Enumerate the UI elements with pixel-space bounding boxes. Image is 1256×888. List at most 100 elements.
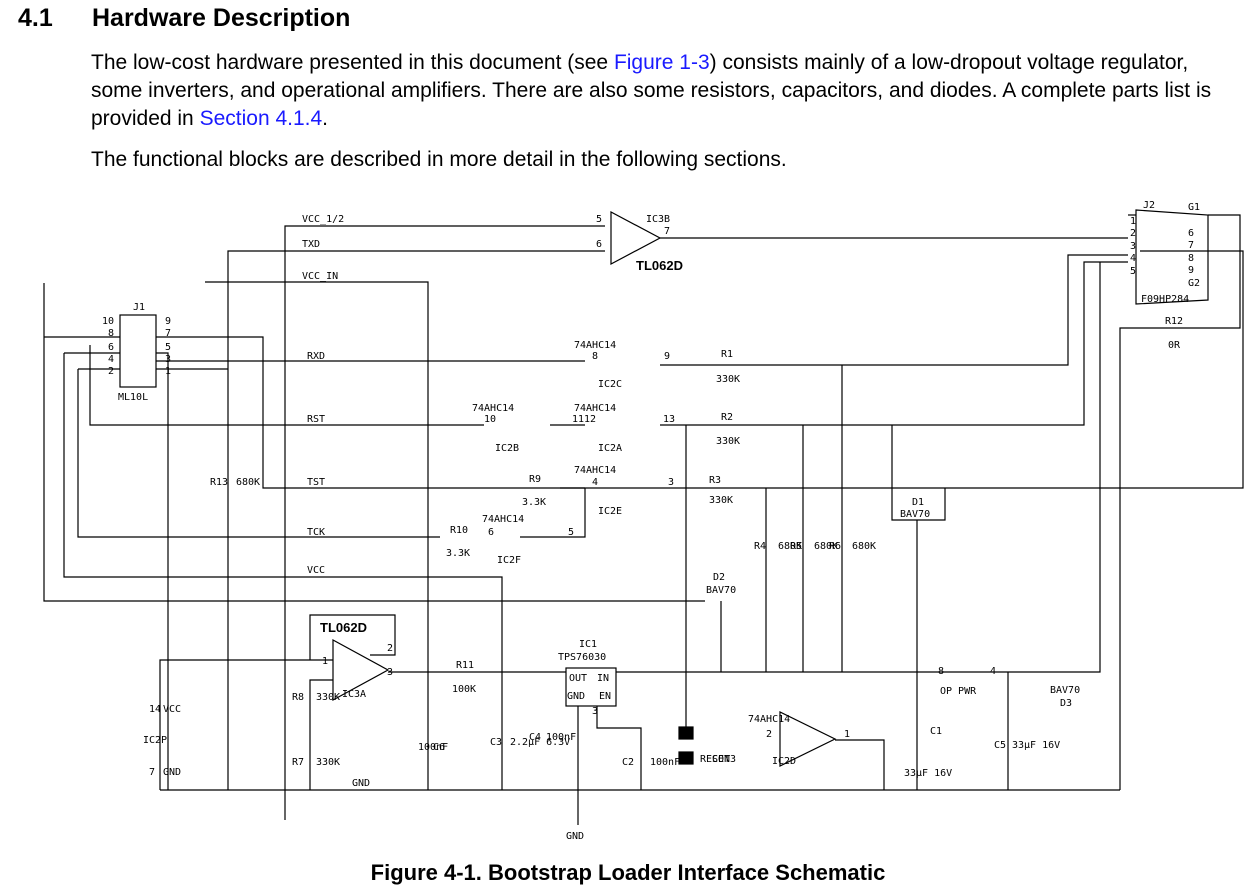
ic2p-vcc: VCC: [163, 704, 181, 715]
op-pwr-pin-4: 4: [990, 666, 996, 677]
j1-pin-10: 10: [102, 316, 114, 327]
op-pwr-pin-8: 8: [938, 666, 944, 677]
r9-ref: R9: [529, 474, 541, 485]
ic1-out: OUT: [569, 673, 587, 684]
c3-value: 2.2µF 6.3V: [510, 737, 570, 748]
ic2e-part: 74AHC14: [574, 465, 616, 476]
d3-part: BAV70: [1050, 685, 1080, 696]
r8-ref: R8: [292, 692, 304, 703]
c1-ref: C1: [930, 726, 942, 737]
ic2d-pin-1: 1: [844, 729, 850, 740]
j2-pin-7: 7: [1188, 240, 1194, 251]
j2-pin-8: 8: [1188, 253, 1194, 264]
r5-value: 680K: [814, 541, 838, 552]
j2-g2: G2: [1188, 278, 1200, 289]
j1-pin-2: 2: [108, 366, 114, 377]
d1-ref: D1: [912, 497, 924, 508]
ic2b-part: 74AHC14: [472, 403, 514, 414]
ic1-gnd: GND: [567, 691, 585, 702]
r2-value: 330K: [716, 436, 740, 447]
j1-pin-8: 8: [108, 328, 114, 339]
ic2f-pin-5: 5: [568, 527, 574, 538]
net-vcc-half: VCC_1/2: [302, 214, 344, 225]
reset-connector-ref: CON3: [712, 754, 736, 765]
reset-connector-name: RESET: [700, 754, 730, 765]
r6-value: 680K: [852, 541, 876, 552]
ic1-part: TPS76030: [558, 652, 606, 663]
j1-pin-6: 6: [108, 342, 114, 353]
r10-value: 3.3K: [446, 548, 470, 559]
ic2p-pin-7: 7: [149, 767, 155, 778]
ic2p-pin-14: 14: [149, 704, 161, 715]
net-gnd: GND: [352, 778, 370, 789]
ic3a-ref: IC3A: [342, 689, 366, 700]
ic2f-ref: IC2F: [497, 555, 521, 566]
paragraph-text: The low-cost hardware presented in this …: [91, 51, 614, 74]
j1-type: ML10L: [118, 392, 148, 403]
ic2p-ref: IC2P: [143, 735, 167, 746]
c6-value: 100nF: [418, 742, 448, 753]
link-figure-1-3[interactable]: Figure 1-3: [613, 51, 710, 74]
j2-ref: J2: [1143, 200, 1155, 211]
c5-value: 33µF 16V: [1012, 740, 1060, 751]
ic3a-pin-3: 3: [387, 667, 393, 678]
r1-ref: R1: [721, 349, 733, 360]
ic2d-part: 74AHC14: [748, 714, 790, 725]
r11-value: 100K: [452, 684, 476, 695]
r1-value: 330K: [716, 374, 740, 385]
j1-ref: J1: [133, 302, 145, 313]
net-vcc: VCC: [307, 565, 325, 576]
j2-pin-2: 2: [1130, 228, 1136, 239]
net-tst: TST: [307, 477, 325, 488]
ic3a-part: TL062D: [320, 620, 367, 635]
section-number: 4.1: [18, 4, 53, 32]
paragraph-functional-blocks: The functional blocks are described in m…: [91, 148, 787, 171]
j1-pin-3: 3: [165, 354, 171, 365]
j1-pin-4: 4: [108, 354, 114, 365]
ic2c-pin-9: 9: [664, 351, 670, 362]
ic2a-ref: IC2A: [598, 443, 622, 454]
figure-caption: Figure 4-1. Bootstrap Loader Interface S…: [370, 860, 886, 885]
c1-value: 33µF 16V: [904, 768, 952, 779]
net-vcc-in: VCC_IN: [302, 271, 338, 282]
paragraph-text: .: [322, 107, 329, 130]
ic2p-gnd: GND: [163, 767, 181, 778]
ic1-pin-3: 3: [592, 706, 598, 717]
r4-value: 680K: [778, 541, 802, 552]
r5-ref: R5: [790, 541, 802, 552]
c2-value: 100nF: [650, 757, 680, 768]
r3-value: 330K: [709, 495, 733, 506]
ic3a-pin-1: 1: [322, 656, 328, 667]
j2-pin-4: 4: [1130, 253, 1136, 264]
net-txd: TXD: [302, 239, 320, 250]
ic2e-pin-3: 3: [668, 477, 674, 488]
r9-value: 3.3K: [522, 497, 546, 508]
r11-ref: R11: [456, 660, 474, 671]
j2-g1: G1: [1188, 202, 1200, 213]
ic1-ref: IC1: [579, 639, 597, 650]
j2-pin-1: 1: [1130, 216, 1136, 227]
net-rst: RST: [307, 414, 325, 425]
c4-value: 100nF: [546, 732, 576, 743]
c2-ref: C2: [622, 757, 634, 768]
ic2a-pin-in: 1112: [572, 414, 596, 425]
ic3b-pin-6: 6: [596, 239, 602, 250]
j1-pin-1: 1: [165, 366, 171, 377]
r12-ref: R12: [1165, 316, 1183, 327]
r7-ref: R7: [292, 757, 304, 768]
ic2d-ref: IC2D: [772, 756, 796, 767]
j1-pin-7: 7: [165, 328, 171, 339]
net-op-pwr: OP PWR: [940, 686, 977, 697]
ic2b-pin-10: 10: [484, 414, 496, 425]
paragraph-text: ) consists mainly of a low-dropout volta…: [91, 51, 1212, 130]
c4-ref: C4: [529, 732, 541, 743]
ic2b-ref: IC2B: [495, 443, 519, 454]
ic2a-part: 74AHC14: [574, 403, 616, 414]
ic2d-pin-2: 2: [766, 729, 772, 740]
d2-ref: D2: [713, 572, 725, 583]
j1-pin-5: 5: [165, 342, 171, 353]
ic2a-pin-13: 13: [663, 414, 675, 425]
ic2f-part: 74AHC14: [482, 514, 524, 525]
link-section-4-1-4[interactable]: Section 4.1.4: [199, 107, 323, 130]
